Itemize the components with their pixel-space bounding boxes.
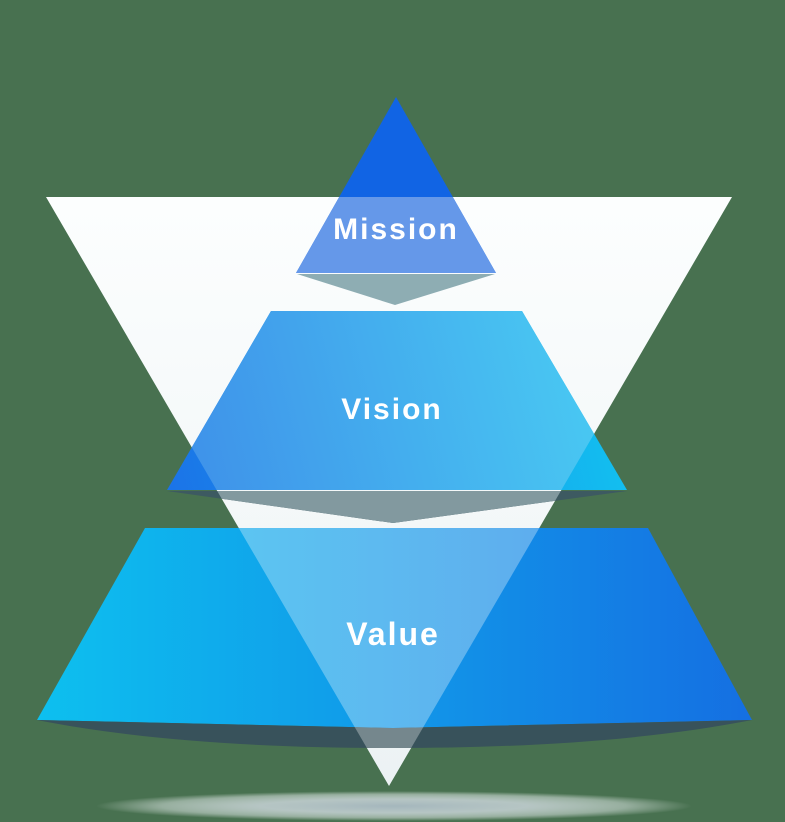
value-label: Value	[346, 616, 440, 652]
ground-shadow-ellipse	[96, 791, 692, 821]
mission-label: Mission	[333, 213, 459, 246]
vision-label: Vision	[341, 393, 442, 426]
